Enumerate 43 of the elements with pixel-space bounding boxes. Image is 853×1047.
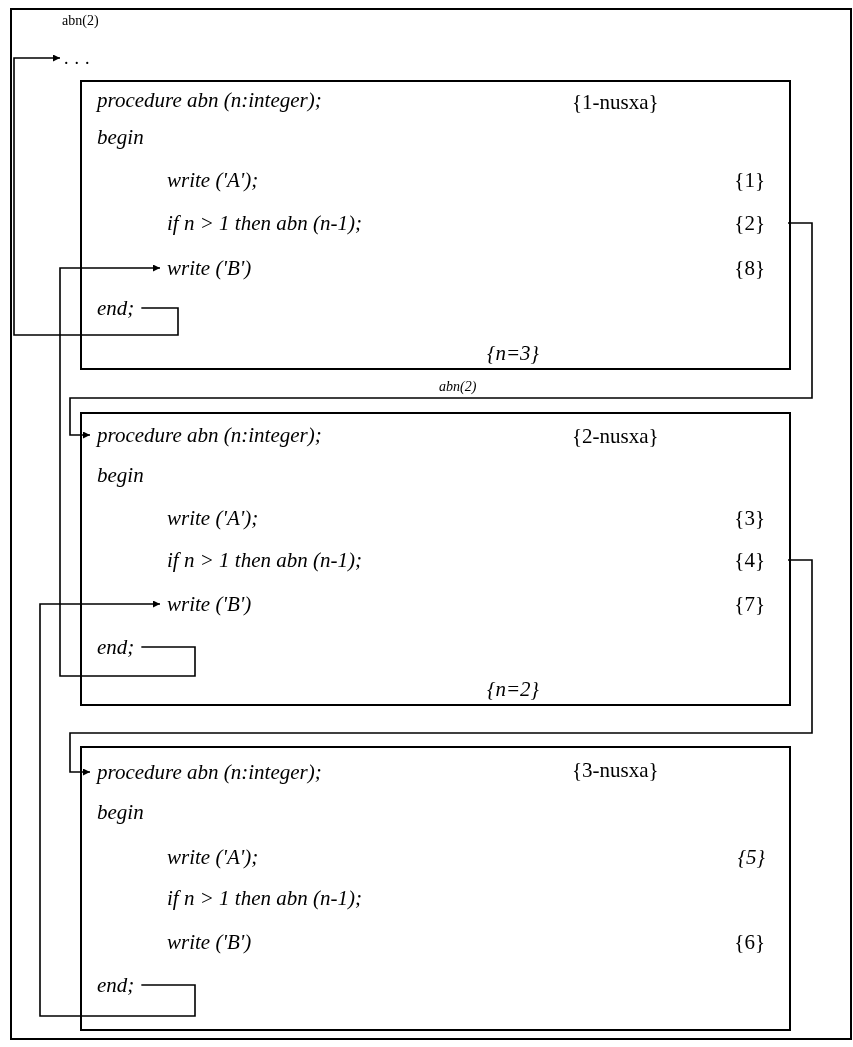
- outer-frame: [10, 8, 852, 1040]
- code-text: procedure abn (n:integer);: [97, 423, 322, 447]
- parameter-value-label: {n=2}: [487, 676, 539, 702]
- code-text: write ('B'): [167, 592, 252, 616]
- parameter-value-label: {n=3}: [487, 340, 539, 366]
- arrow: [59, 264, 196, 677]
- code-text: write ('B'): [167, 256, 252, 280]
- procedure-frame: [80, 80, 791, 370]
- copy-number-label: {2-nusxa}: [572, 423, 659, 449]
- code-text: if n > 1 then abn (n-1);: [167, 211, 362, 235]
- step-number: {7}: [734, 591, 765, 617]
- code-text: end;: [97, 635, 135, 659]
- procedure-frame: [80, 746, 791, 1031]
- arrow: [39, 600, 196, 1017]
- step-number: {6}: [734, 929, 765, 955]
- code-text: end;: [97, 973, 135, 997]
- copy-number-label: {3-nusxa}: [572, 757, 659, 783]
- code-text: write ('A');: [167, 506, 259, 530]
- procedure-frame: [80, 412, 791, 706]
- ellipsis-text: ...: [60, 45, 106, 71]
- step-number: {5}: [737, 844, 765, 870]
- code-text: end;: [97, 296, 135, 320]
- call-label: abn(2): [62, 12, 99, 30]
- step-number: {1}: [734, 167, 765, 193]
- step-number: {2}: [734, 210, 765, 236]
- arrow: [69, 559, 813, 776]
- code-text: begin: [97, 125, 144, 149]
- code-text: begin: [97, 463, 144, 487]
- arrow: [13, 54, 179, 336]
- edge-label: abn(2): [437, 379, 479, 395]
- code-text: if n > 1 then abn (n-1);: [167, 548, 362, 572]
- code-text: procedure abn (n:integer);: [97, 88, 322, 112]
- copy-number-label: {1-nusxa}: [572, 89, 659, 115]
- code-text: write ('A');: [167, 845, 259, 869]
- step-number: {8}: [734, 255, 765, 281]
- code-text: write ('B'): [167, 930, 252, 954]
- step-number: {3}: [734, 505, 765, 531]
- step-number: {4}: [734, 547, 765, 573]
- arrow: [69, 222, 813, 439]
- code-text: if n > 1 then abn (n-1);: [167, 886, 362, 910]
- code-text: procedure abn (n:integer);: [97, 760, 322, 784]
- code-text: begin: [97, 800, 144, 824]
- code-text: write ('A');: [167, 168, 259, 192]
